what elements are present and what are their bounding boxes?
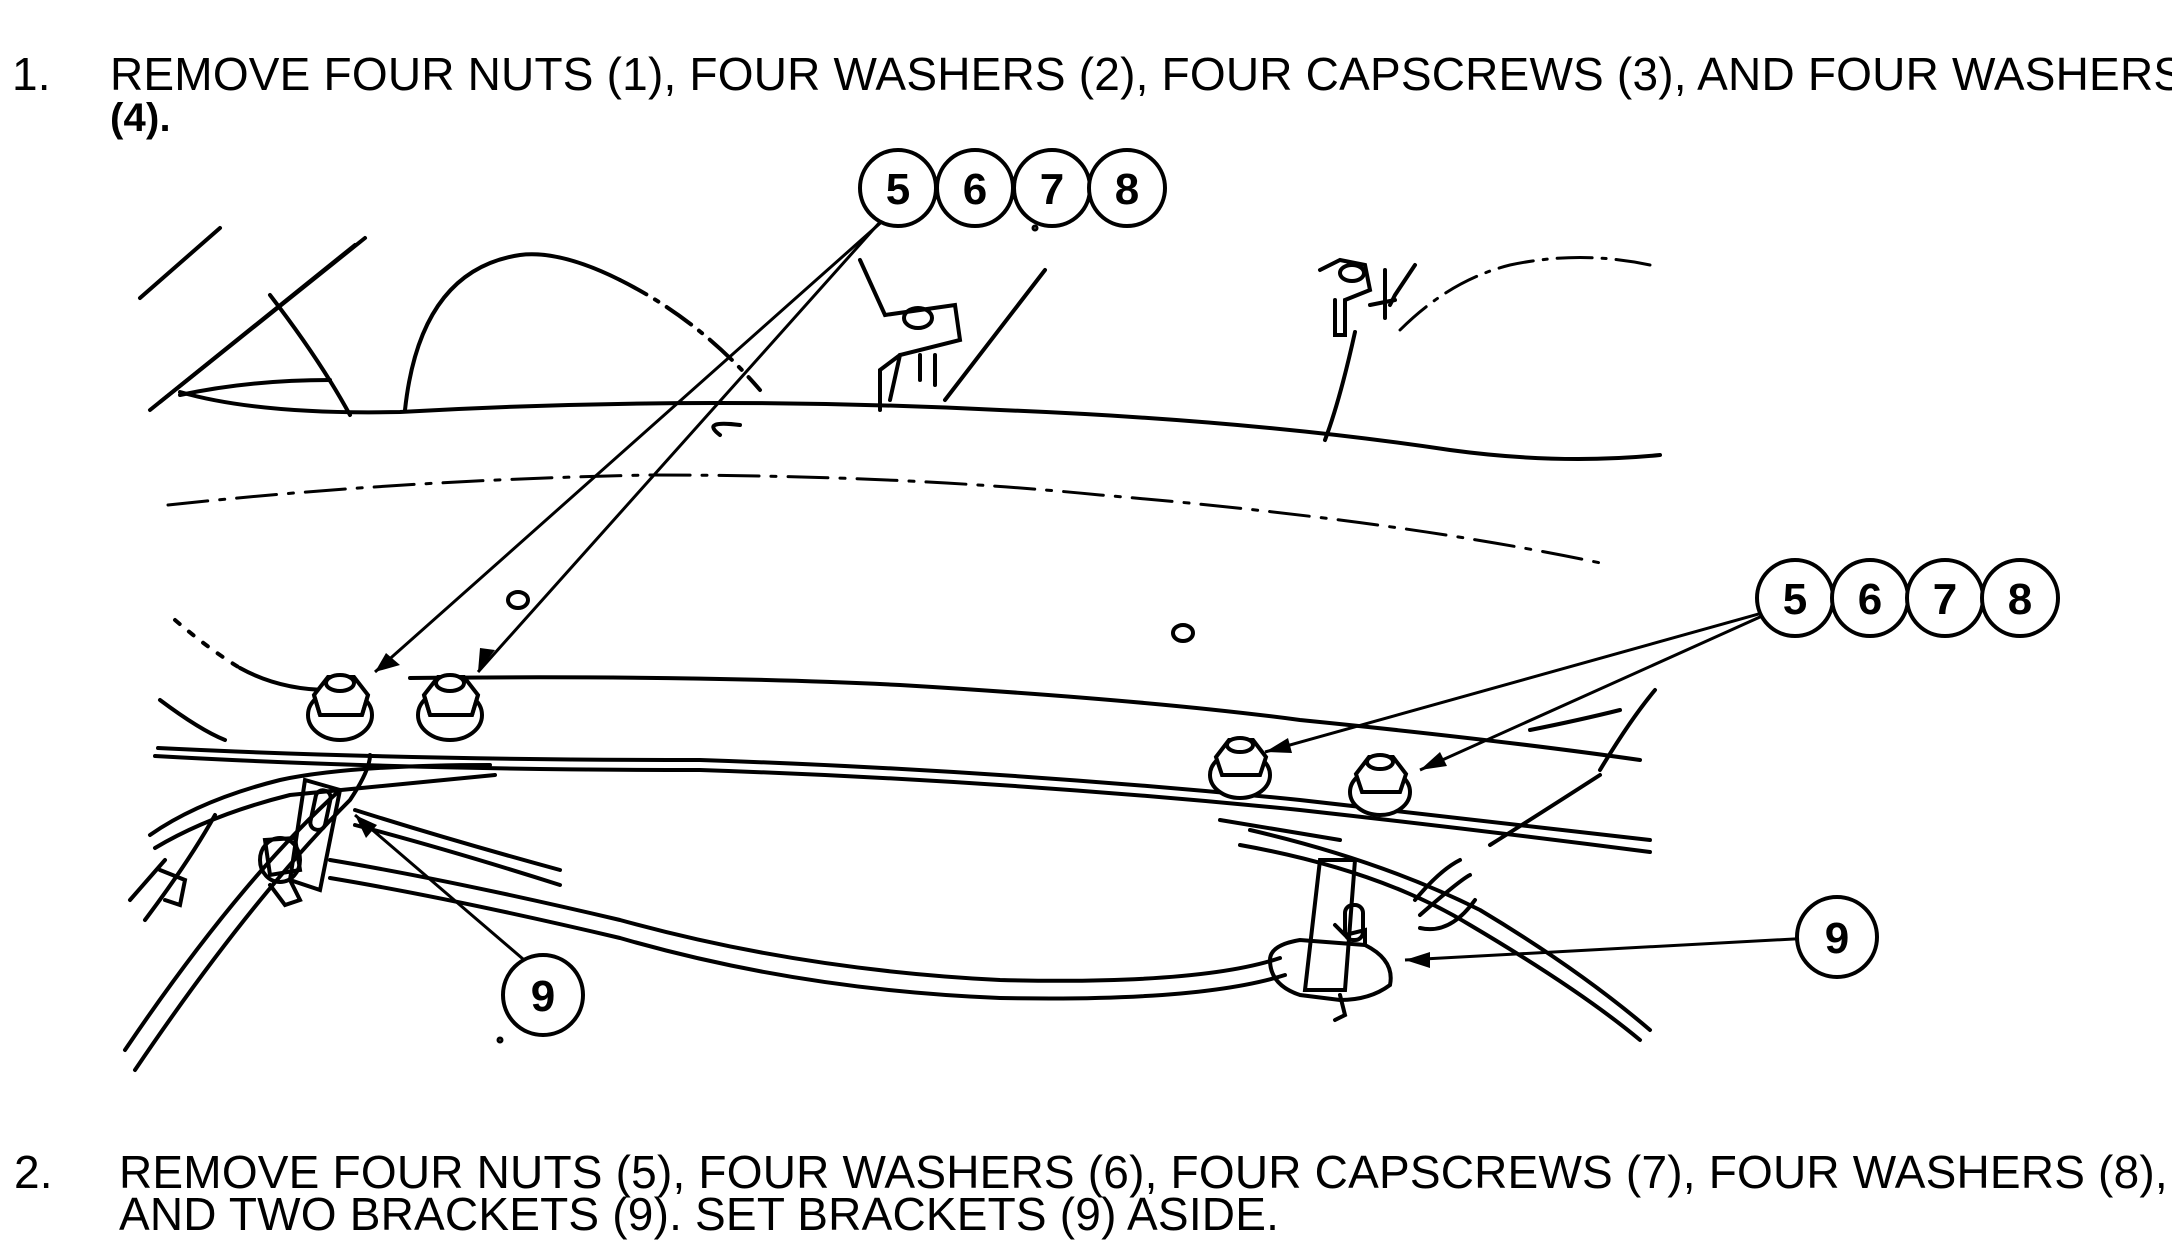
nut (1348, 753, 1412, 817)
step-2-text-continued: AND TWO BRACKETS (9). SET BRACKETS (9) A… (119, 1188, 1280, 1240)
callout-group-top: 5 6 7 8 (858, 148, 1167, 228)
callout-bracket-left: 9 (501, 953, 585, 1037)
callout-circle (1087, 148, 1167, 228)
edge-line (158, 236, 367, 404)
nut (1208, 736, 1272, 800)
callout-label: 7 (1040, 165, 1064, 214)
nut-group (306, 673, 1412, 817)
callout-label: 9 (1825, 914, 1849, 963)
callout-group-right: 5 6 7 8 (1755, 558, 2060, 638)
callout-label: 6 (1858, 575, 1882, 624)
callout-label: 5 (1783, 575, 1807, 624)
nut (306, 673, 374, 742)
callout-label: 9 (531, 972, 555, 1021)
callout-label: 7 (1933, 575, 1957, 624)
callout-label: 8 (2008, 575, 2032, 624)
edge-line (138, 226, 222, 300)
step-1-text: REMOVE FOUR NUTS (1), FOUR WASHERS (2), … (110, 48, 2172, 100)
callout-label: 6 (963, 165, 987, 214)
callout-bracket-right: 9 (1795, 895, 1879, 979)
step-2-text: REMOVE FOUR NUTS (5), FOUR WASHERS (6), … (119, 1146, 2168, 1198)
step-1-text-continued: (4). (110, 96, 171, 140)
nut (416, 673, 484, 742)
callout-circle (1980, 558, 2060, 638)
callout-label: 8 (1115, 165, 1139, 214)
step-1-number: 1. (12, 48, 51, 100)
step-2-number: 2. (14, 1146, 53, 1198)
callout-label: 5 (886, 165, 910, 214)
